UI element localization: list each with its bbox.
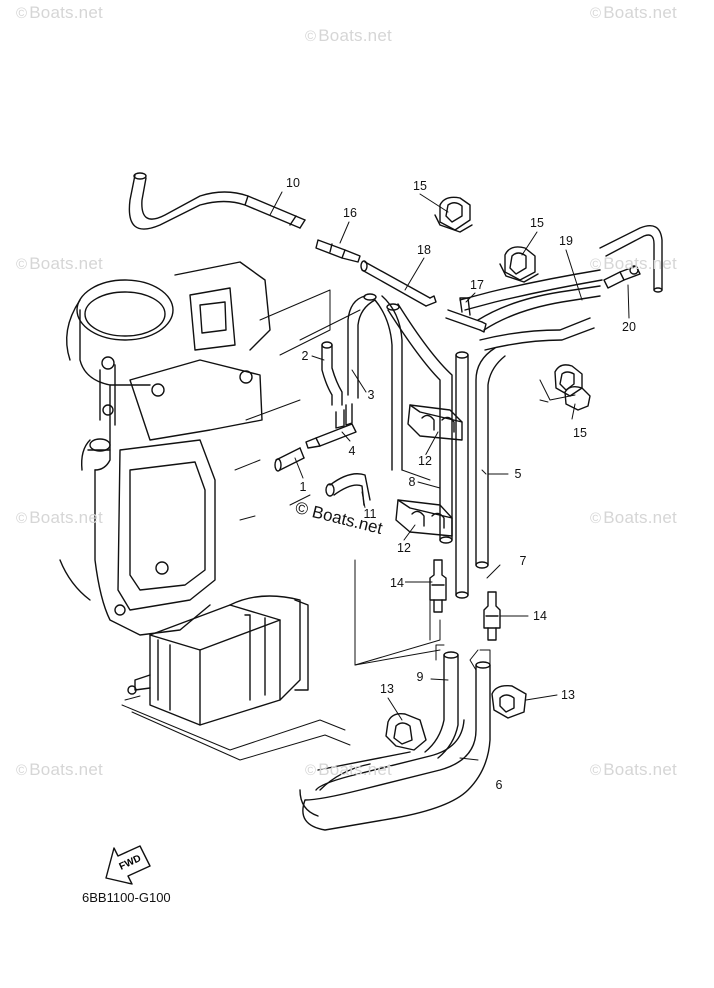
callout-16: 16 — [342, 205, 358, 220]
hose-10 — [128, 172, 306, 230]
callout-8: 8 — [407, 474, 417, 489]
tube-5 — [455, 347, 506, 599]
joint-17 — [445, 297, 487, 333]
hose-6 — [299, 661, 491, 831]
tube-2 — [321, 341, 343, 406]
callout-15c: 15 — [572, 425, 588, 440]
joint-14-left — [429, 559, 447, 613]
hose-18 — [360, 260, 437, 307]
watermark: ©Boats.net — [305, 26, 392, 45]
watermark: ©Boats.net — [16, 760, 103, 779]
leader-lines — [269, 191, 630, 761]
fuel-filter-canister — [127, 595, 309, 726]
watermark: ©Boats.net — [16, 508, 103, 527]
callout-12a: 12 — [417, 453, 433, 468]
watermark: ©Boats.net — [590, 508, 677, 527]
watermark: ©Boats.net — [305, 760, 392, 779]
watermark: ©Boats.net — [16, 254, 103, 273]
callout-15a: 15 — [412, 178, 428, 193]
callout-12b: 12 — [396, 540, 412, 555]
watermark: ©Boats.net — [590, 3, 677, 22]
hose-9 — [424, 651, 459, 759]
engine-block — [59, 261, 271, 636]
joint-14-right — [483, 591, 501, 641]
hose-19 — [459, 225, 663, 351]
fwd-arrow — [105, 845, 151, 885]
callout-20: 20 — [621, 319, 637, 334]
callout-4: 4 — [347, 443, 357, 458]
callout-14a: 14 — [389, 575, 405, 590]
watermark: ©Boats.net — [590, 254, 677, 273]
joint-4 — [305, 403, 357, 449]
clip-15-top — [434, 196, 473, 233]
clip-15-right — [499, 246, 539, 283]
callout-14b: 14 — [532, 608, 548, 623]
tube-1 — [274, 447, 305, 472]
callout-17: 17 — [469, 277, 485, 292]
callout-5: 5 — [513, 466, 523, 481]
routing-lines — [121, 289, 576, 761]
callout-7: 7 — [518, 553, 528, 568]
callout-15b: 15 — [529, 215, 545, 230]
joint-20 — [603, 265, 641, 289]
joint-16 — [315, 239, 361, 263]
clamp-12-upper — [407, 404, 463, 441]
callout-6: 6 — [494, 777, 504, 792]
hose-3 — [347, 293, 403, 471]
watermark: ©Boats.net — [16, 3, 103, 22]
callout-10: 10 — [285, 175, 301, 190]
clip-15-lower — [554, 364, 591, 411]
clamp-13-left — [385, 712, 427, 751]
clamp-13-right — [491, 684, 527, 719]
callout-11: 11 — [362, 506, 378, 521]
callout-1: 1 — [298, 479, 308, 494]
diagram-part-code: 6BB1100-G100 — [82, 890, 171, 905]
watermark: ©Boats.net — [590, 760, 677, 779]
hose-11 — [325, 473, 371, 506]
callout-3: 3 — [366, 387, 376, 402]
clamp-12-lower — [395, 499, 453, 537]
callout-19: 19 — [558, 233, 574, 248]
callout-13a: 13 — [379, 681, 395, 696]
callout-9: 9 — [415, 669, 425, 684]
callout-13b: 13 — [560, 687, 576, 702]
callout-18: 18 — [416, 242, 432, 257]
callout-2: 2 — [300, 348, 310, 363]
